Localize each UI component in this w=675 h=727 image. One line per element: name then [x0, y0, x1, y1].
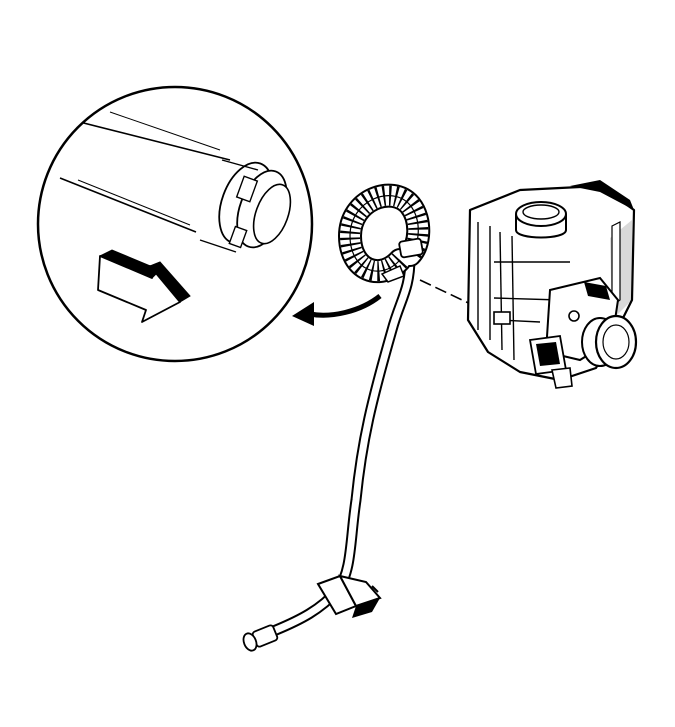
- detail-magnifier: [36, 85, 314, 363]
- reservoir-cap: [515, 201, 567, 239]
- reservoir-fitting-tab: [493, 311, 511, 325]
- hose-end-connector: [242, 624, 279, 652]
- hose-end-fitting: [199, 159, 292, 253]
- hose-clamp: [316, 574, 382, 618]
- brake-fluid-reservoir: [466, 180, 638, 389]
- reservoir-outlet-port: [581, 314, 638, 370]
- magnified-hose: [39, 111, 292, 253]
- callout-arrow: [292, 294, 382, 326]
- hose-ribbed-loop: [337, 183, 431, 283]
- hose-upper-fitting: [380, 237, 424, 283]
- reservoir-hose: [242, 183, 431, 652]
- release-direction-arrow: [97, 249, 191, 323]
